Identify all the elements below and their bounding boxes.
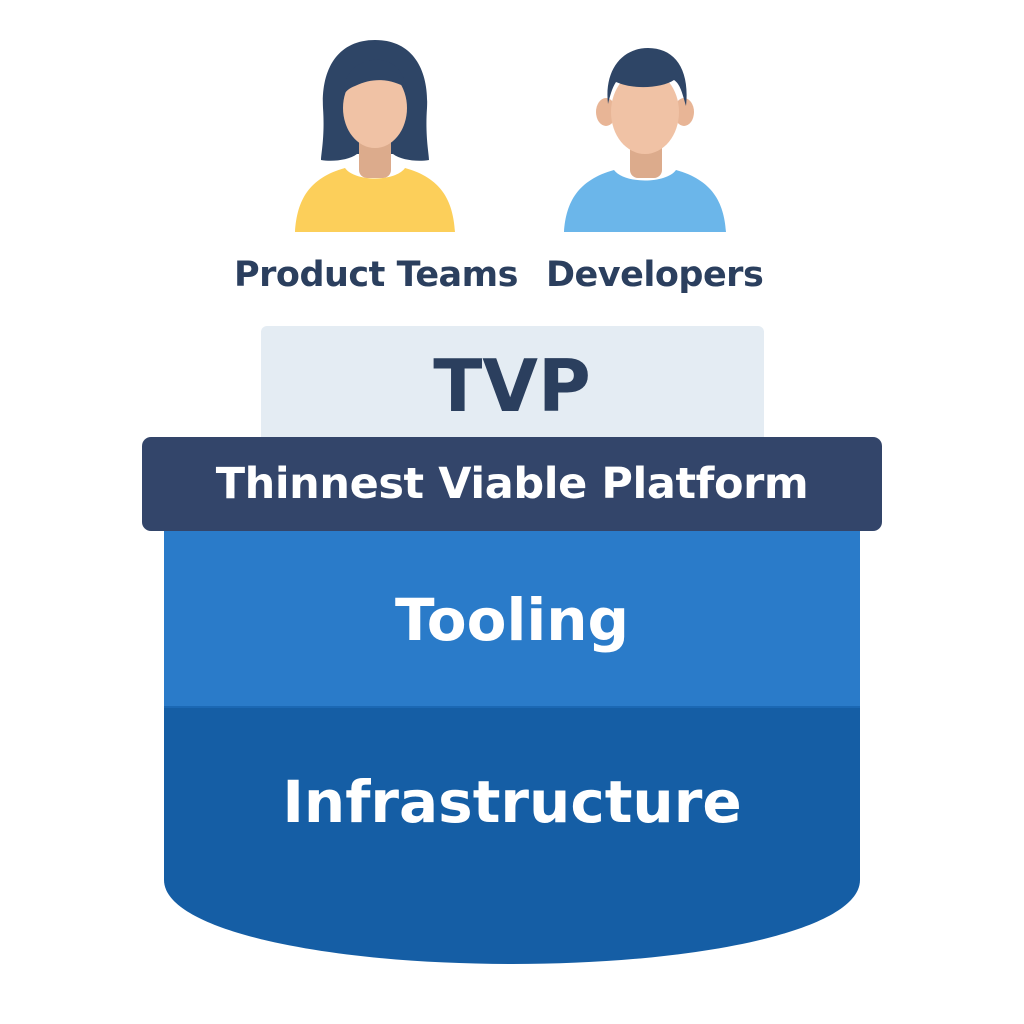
tvp-title: TVP — [433, 344, 591, 428]
man-avatar-icon — [564, 48, 726, 232]
tvp-box — [261, 326, 764, 441]
infrastructure-label: Infrastructure — [282, 768, 742, 836]
infrastructure-layer — [164, 706, 860, 964]
woman-avatar-icon — [295, 40, 455, 232]
tooling-layer — [164, 528, 860, 708]
developers-label: Developers — [546, 255, 764, 295]
thinnest-viable-platform-label: Thinnest Viable Platform — [215, 459, 809, 509]
tooling-label: Tooling — [394, 586, 630, 654]
product-teams-label: Product Teams — [234, 255, 518, 295]
thinnest-viable-platform-band — [142, 437, 882, 531]
